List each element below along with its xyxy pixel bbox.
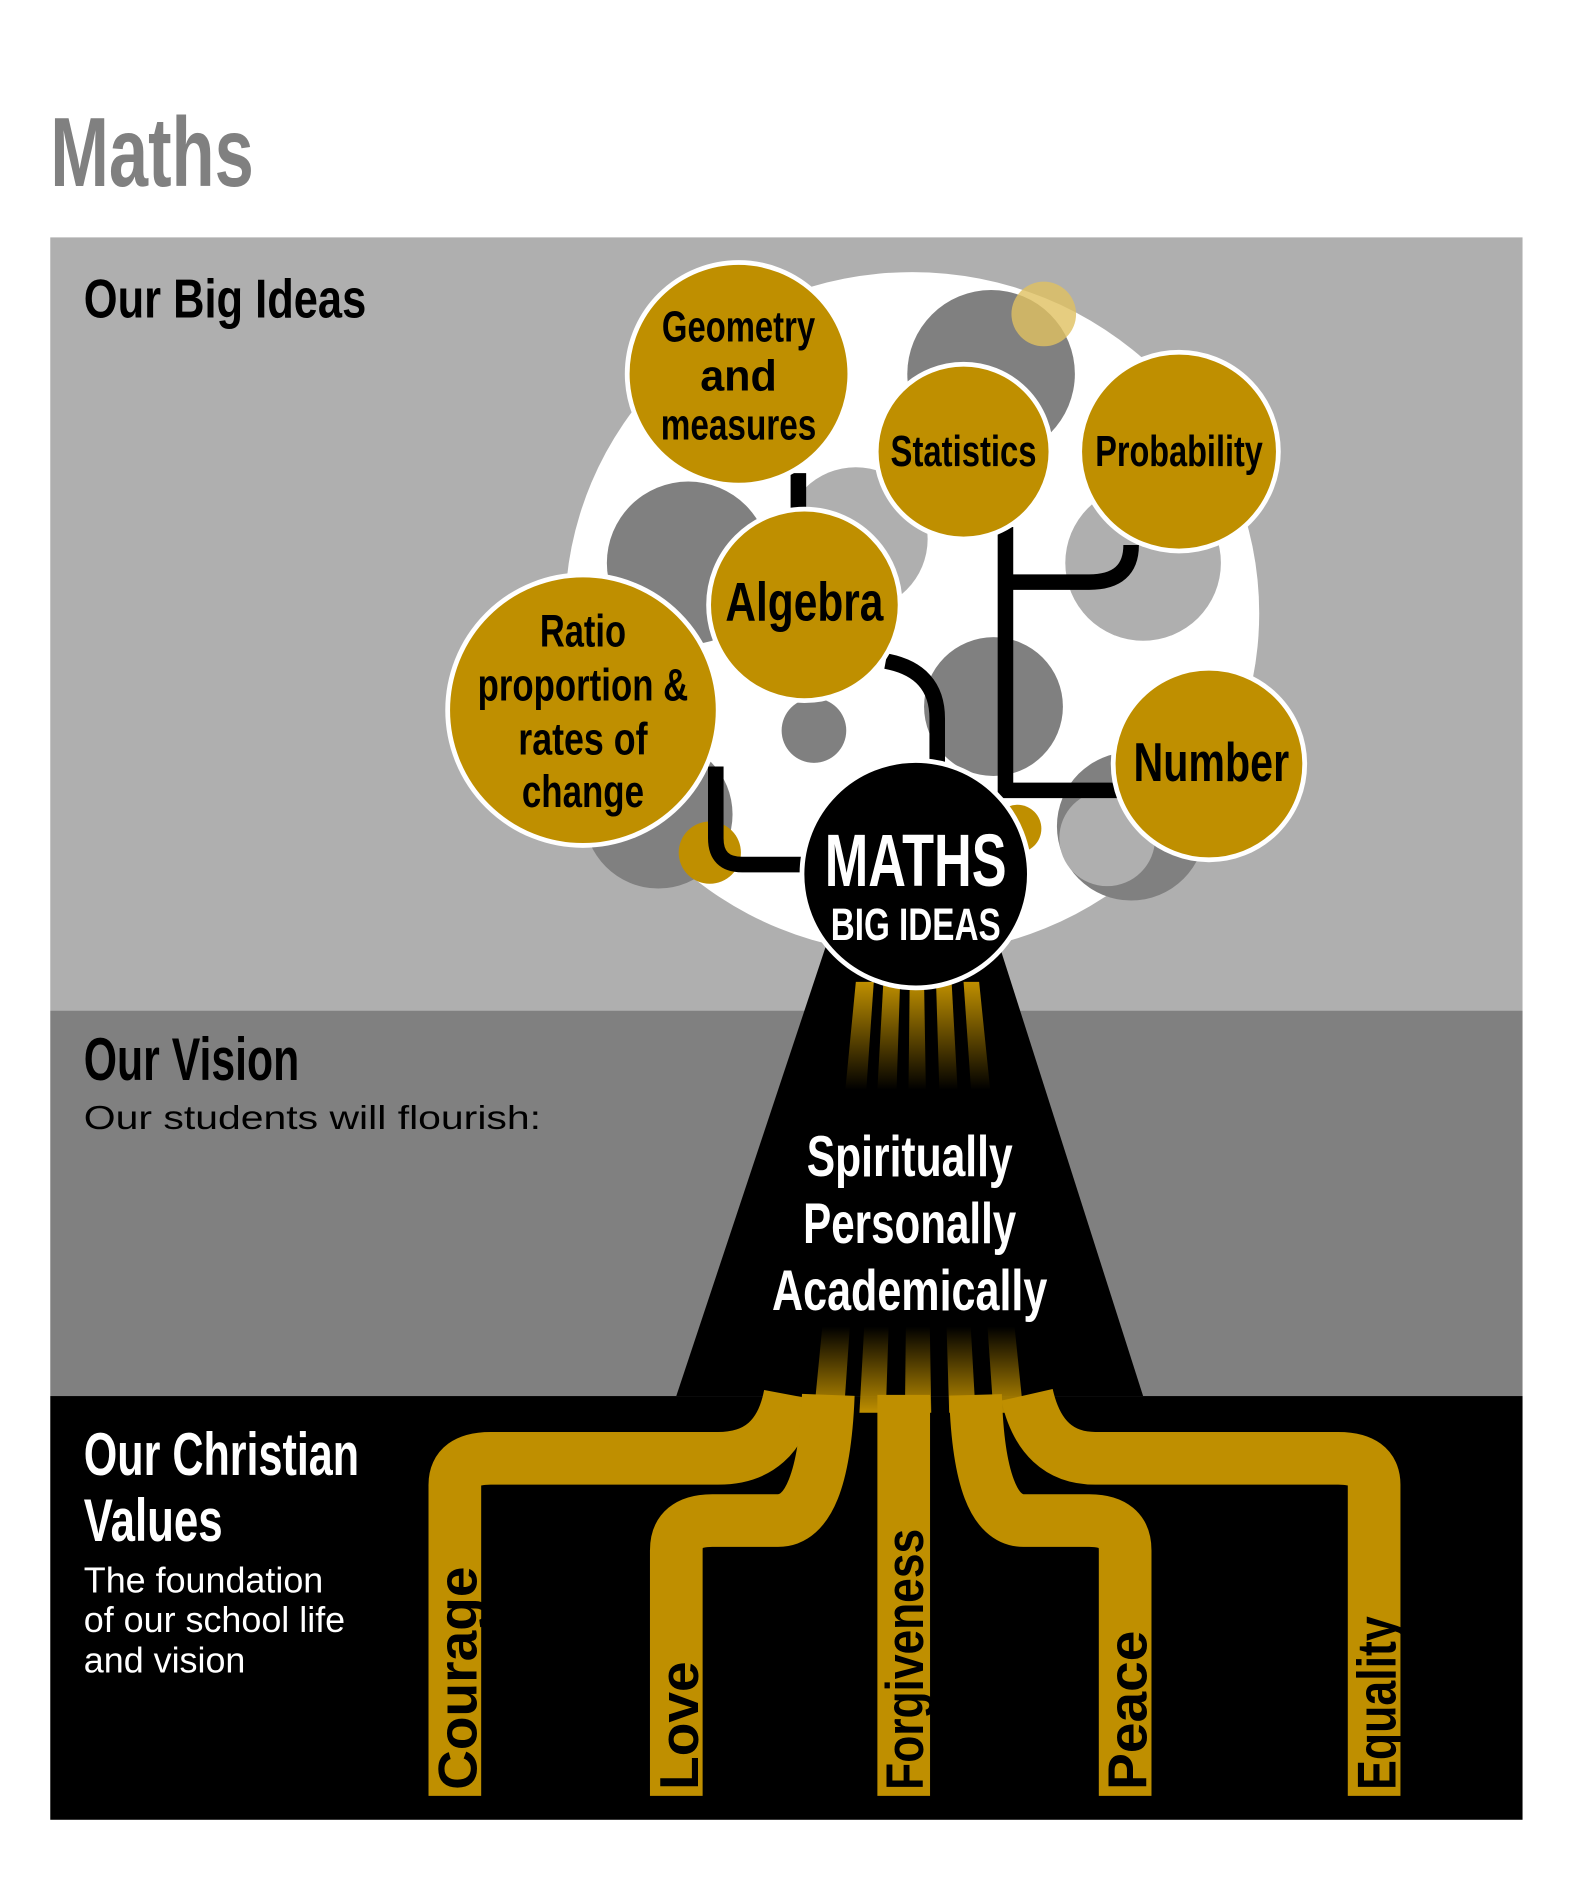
values-desc-line1: The foundation bbox=[84, 1560, 323, 1600]
roots bbox=[428, 1388, 1401, 1796]
values-heading-line1: Our Christian bbox=[84, 1421, 359, 1488]
idea-ratio-line1: Ratio bbox=[540, 606, 626, 657]
idea-ratio-line3: rates of bbox=[518, 713, 648, 764]
idea-statistics: Statistics bbox=[891, 428, 1037, 476]
vision-personally: Personally bbox=[803, 1192, 1016, 1256]
root-peace: Peace bbox=[1097, 1631, 1159, 1790]
values-desc-line3: and vision bbox=[84, 1641, 246, 1681]
vision-academically: Academically bbox=[772, 1259, 1047, 1323]
idea-number-circle bbox=[1110, 665, 1308, 863]
idea-geometry-line2: and bbox=[700, 353, 777, 401]
big-ideas-heading: Our Big Ideas bbox=[84, 268, 366, 330]
values-desc-line2: of our school life bbox=[84, 1600, 345, 1640]
idea-number: Number bbox=[1134, 731, 1290, 793]
root-love: Love bbox=[648, 1661, 710, 1789]
idea-ratio-line2: proportion & bbox=[478, 660, 689, 711]
idea-ratio-line4: change bbox=[522, 766, 644, 817]
root-courage: Courage bbox=[426, 1567, 488, 1790]
values-heading-line2: Values bbox=[84, 1487, 223, 1554]
center-subtitle: BIG IDEAS bbox=[831, 899, 1001, 950]
root-forgiveness: Forgiveness bbox=[876, 1529, 935, 1790]
idea-ratio-circle bbox=[445, 572, 721, 848]
trunk-rays bbox=[813, 981, 1024, 1413]
page-title: Maths bbox=[50, 97, 253, 207]
center-circle bbox=[799, 758, 1032, 991]
branch-connectors bbox=[708, 473, 1139, 873]
vision-subtitle: Our students will flourish: bbox=[84, 1100, 541, 1137]
idea-algebra-circle bbox=[706, 506, 903, 703]
idea-algebra: Algebra bbox=[725, 570, 883, 632]
idea-probability-circle bbox=[1077, 349, 1281, 554]
idea-geometry-line1: Geometry bbox=[662, 304, 815, 352]
vision-spiritually: Spiritually bbox=[807, 1125, 1013, 1189]
idea-probability: Probability bbox=[1095, 428, 1263, 476]
idea-geometry-line3: measures bbox=[661, 402, 817, 450]
vision-heading: Our Vision bbox=[84, 1026, 299, 1093]
decorative-dot bbox=[1011, 281, 1077, 347]
root-equality: Equality bbox=[1346, 1616, 1408, 1790]
idea-geometry-circle bbox=[624, 260, 853, 488]
center-title: MATHS bbox=[825, 819, 1007, 902]
vision-list: Spiritually Personally Academically bbox=[772, 1125, 1047, 1323]
idea-statistics-circle bbox=[873, 361, 1054, 542]
